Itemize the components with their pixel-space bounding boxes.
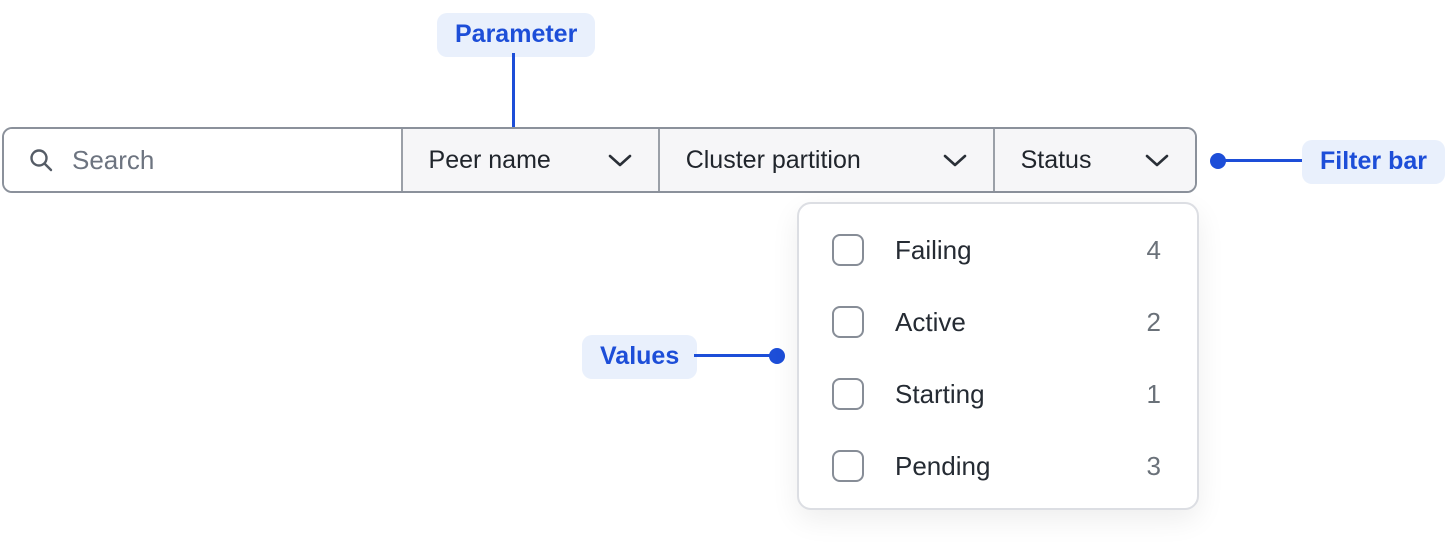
cluster-partition-dropdown[interactable]: Cluster partition [657,129,993,191]
status-dropdown-label: Status [1020,145,1092,174]
chevron-down-icon [1145,153,1169,168]
status-option-label: Failing [895,234,972,265]
status-option-label: Starting [895,378,985,409]
checkbox-starting[interactable] [832,378,864,410]
status-option-count: 2 [1146,306,1161,337]
values-leader-dot [769,348,785,364]
checkbox-failing[interactable] [832,234,864,266]
checkbox-active[interactable] [832,306,864,338]
search-input[interactable] [72,144,372,176]
parameter-leader-line [512,53,515,142]
chevron-down-icon [943,153,967,168]
search-icon [28,147,54,173]
parameter-annotation-badge: Parameter [437,13,596,57]
checkbox-pending[interactable] [832,450,864,482]
status-option-label: Active [895,306,966,337]
status-option-label: Pending [895,450,991,481]
status-dropdown[interactable]: Status [992,129,1195,191]
status-option-count: 1 [1146,378,1161,409]
values-annotation-badge: Values [582,335,698,379]
peer-name-dropdown-label: Peer name [428,145,551,174]
status-option-pending[interactable]: Pending 3 [799,430,1197,502]
status-option-failing[interactable]: Failing 4 [799,214,1197,286]
cluster-partition-dropdown-label: Cluster partition [685,145,861,174]
filter-bar-annotation-badge: Filter bar [1302,140,1445,184]
status-dropdown-panel: Failing 4 Active 2 Starting 1 Pending 3 [797,202,1199,510]
status-option-active[interactable]: Active 2 [799,286,1197,358]
status-option-count: 4 [1146,234,1161,265]
filter-bar-leader-line [1218,159,1302,162]
peer-name-dropdown[interactable]: Peer name [400,129,658,191]
search-box[interactable] [4,129,401,191]
status-option-starting[interactable]: Starting 1 [799,358,1197,430]
filter-bar: Peer name Cluster partition Status [2,127,1197,193]
chevron-down-icon [608,153,632,168]
values-leader-line [694,354,770,357]
status-option-count: 3 [1146,450,1161,481]
